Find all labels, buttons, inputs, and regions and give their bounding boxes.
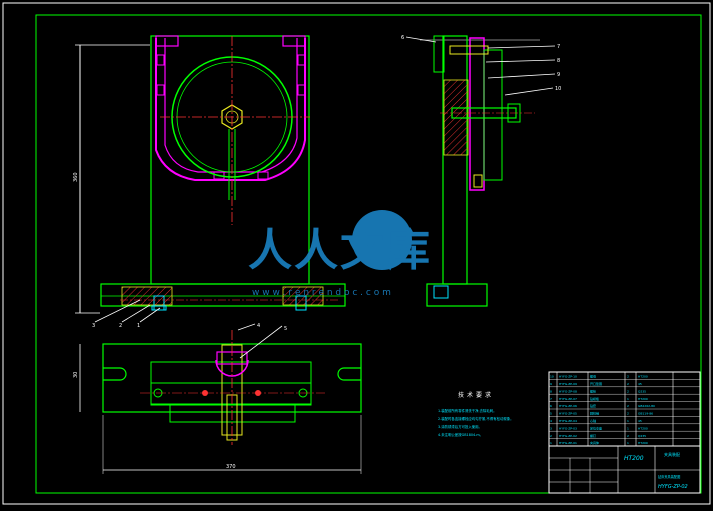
- bom-cell: 4: [550, 419, 552, 423]
- top-view: 30 370 4 5: [73, 323, 362, 474]
- bom-cell: HYFG-ZP-03: [559, 426, 577, 430]
- bom-cell: HYFG-ZP-04: [559, 419, 577, 423]
- bom-cell: 圆柱销: [590, 411, 599, 416]
- bom-cell: 2: [550, 434, 552, 438]
- bom-cell: HYFG-ZP-09: [559, 382, 577, 386]
- bom-cell: 45: [638, 382, 642, 386]
- bom-cell: HT200: [638, 397, 648, 401]
- title-material: HT200: [624, 455, 644, 462]
- bom-cell: 夹具体: [590, 440, 599, 445]
- bom-cell: 2: [627, 382, 629, 386]
- sheet-border-inner: [35, 14, 702, 494]
- tech-req-line-3: 3.涂防锈漆后方可投入使用。: [438, 424, 482, 429]
- bom-cell: HT200: [638, 441, 648, 445]
- title-drawing-no: HYFG-ZP-02: [658, 484, 688, 490]
- bom-cell: 钻套: [590, 403, 596, 408]
- dim-overall-height: 360: [73, 172, 79, 182]
- watermark-logo-circle: [352, 210, 412, 270]
- bom-cell: 1: [627, 441, 629, 445]
- bom-cell: 9: [550, 382, 552, 386]
- bom-cell: HYFG-ZP-10: [559, 375, 577, 379]
- bom-cell: HYFG-ZP-07: [559, 397, 577, 401]
- bom-cell: 心轴: [590, 418, 596, 423]
- tech-requirements: 技术要求 1.装配前所有零件清洗干净,去除毛刺。 2.装配时各连接螺栓应均匀拧紧…: [438, 391, 514, 437]
- bom-cell: 10: [550, 375, 554, 379]
- bom-cell: 8: [550, 389, 552, 393]
- callout-3: 3: [92, 323, 95, 329]
- bom-cell: 开口垫圈: [590, 381, 602, 386]
- bom-cell: 6: [550, 404, 552, 408]
- bom-cell: 定位支座: [590, 425, 602, 430]
- side-view: 6 7 8 9 10: [401, 35, 561, 307]
- callout-2: 2: [119, 323, 122, 329]
- bom-cell: 1: [627, 397, 629, 401]
- tech-req-title: 技术要求: [458, 391, 494, 399]
- callout-8: 8: [557, 58, 560, 64]
- bom-cell: HYFG-ZP-08: [559, 389, 577, 393]
- bom-cell: 2: [627, 389, 629, 393]
- tech-req-line-2: 2.装配时各连接螺栓应均匀拧紧,不得有松动现象。: [438, 416, 514, 421]
- dim-base-thickness: 30: [73, 372, 79, 378]
- bom-cell: GB2262-80: [638, 404, 655, 408]
- bom-cell: 2: [627, 412, 629, 416]
- bom-cell: 7: [550, 397, 552, 401]
- tech-req-line-1: 1.装配前所有零件清洗干净,去除毛刺。: [438, 408, 497, 413]
- bom-cell: 螺母: [590, 374, 596, 379]
- bom-cell: 1: [627, 419, 629, 423]
- watermark: 人人文库 w w w . r e n r e n d o c . c o m: [248, 210, 432, 298]
- dim-overall-width: 370: [226, 464, 236, 470]
- watermark-url: w w w . r e n r e n d o c . c o m: [252, 288, 391, 298]
- bom-cell: 螺钉: [590, 433, 596, 438]
- bom-cell: HYFG-ZP-01: [559, 441, 577, 445]
- callout-4: 4: [257, 323, 260, 329]
- callout-7: 7: [557, 44, 560, 50]
- watermark-title: 人人文库: [248, 225, 432, 276]
- callout-10: 10: [555, 86, 561, 92]
- callout-9: 9: [557, 72, 560, 78]
- bom-cell: Q235: [638, 434, 646, 438]
- bom-cell: Q235: [638, 389, 646, 393]
- bom-cell: 45: [638, 419, 642, 423]
- bom-cell: HYFG-ZP-02: [559, 434, 577, 438]
- callout-5: 5: [284, 326, 287, 332]
- bom-cell: HYFG-ZP-06: [559, 404, 577, 408]
- bom-cell: HYFG-ZP-05: [559, 412, 577, 416]
- sheet-border-outer: [2, 2, 711, 505]
- bom-cell: 1: [550, 441, 552, 445]
- bom-cell: 钻模板: [590, 396, 599, 401]
- bom-cell: 2: [627, 434, 629, 438]
- bom-cell: 2: [627, 404, 629, 408]
- bom-cell: HT200: [638, 426, 648, 430]
- bom-cell: HT200: [638, 375, 648, 379]
- title-name-1: 夹具装配: [664, 451, 680, 457]
- bom-cell: 5: [550, 412, 552, 416]
- tech-req-line-4: 4.未注明公差按GB1804-m。: [438, 432, 483, 437]
- bom-cell: 1: [627, 426, 629, 430]
- callout-6: 6: [401, 35, 404, 41]
- bom-cell: 螺栓: [590, 388, 596, 393]
- bom-cell: 3: [550, 426, 552, 430]
- title-name-2: 钻床夹具装配图: [658, 474, 680, 479]
- bom-cell: 2: [627, 375, 629, 379]
- callout-1: 1: [137, 323, 140, 329]
- bom-cell: GB119-86: [638, 412, 653, 416]
- front-view: 360: [73, 35, 346, 329]
